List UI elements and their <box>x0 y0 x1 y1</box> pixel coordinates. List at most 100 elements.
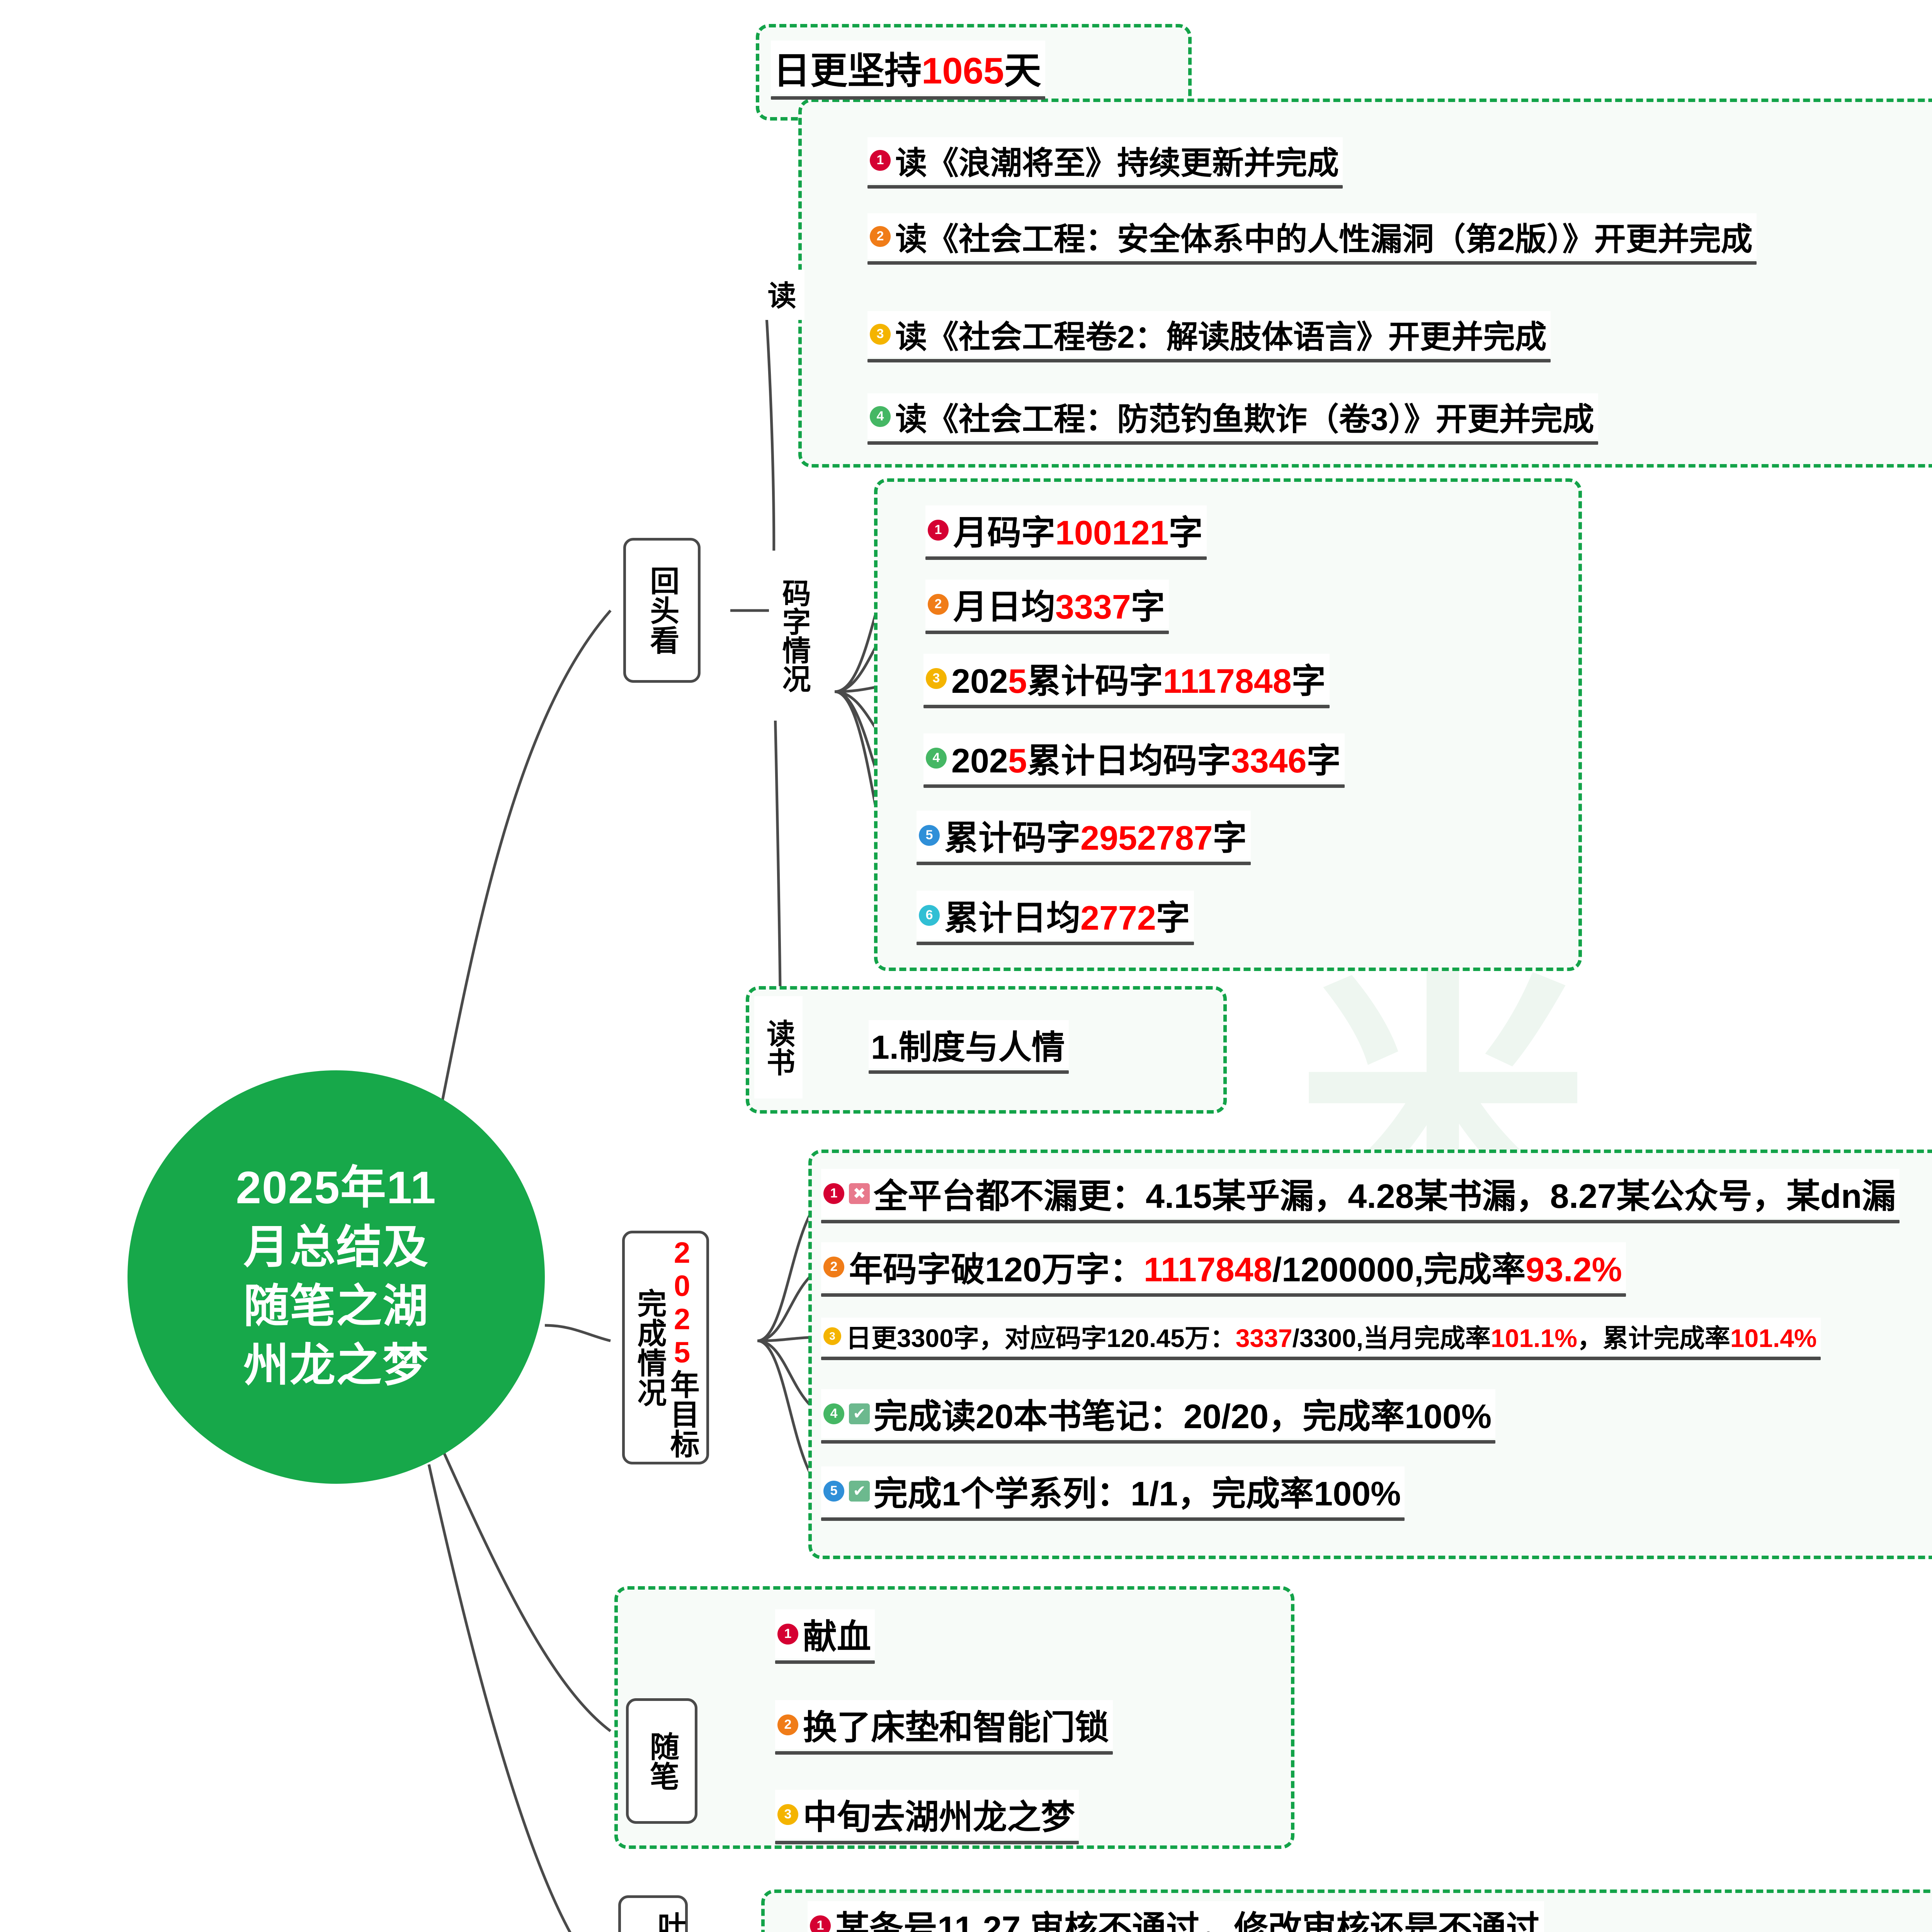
branch-label-wordcount[interactable]: 码字情况 <box>769 551 819 721</box>
leaf-underline <box>923 784 1345 788</box>
branch-label-books[interactable]: 读书 <box>754 996 803 1099</box>
leaf-read-3[interactable]: 3 读《社会工程卷2：解读肢体语言》开更并完成 <box>867 311 1551 362</box>
badge-number: 1 <box>928 519 949 541</box>
badge-number: 1 <box>777 1623 798 1645</box>
badge-number: 2 <box>777 1714 798 1735</box>
branch-label-review-text: 回头看 <box>645 566 679 655</box>
group-wordcount <box>874 478 1582 971</box>
leaf-text-part1: 日更3300字，对应码字120.45万： <box>846 1324 1236 1352</box>
leaf-text: 完成1个学系列：1/1，完成率100% <box>874 1475 1401 1513</box>
leaf-underline <box>775 1751 1113 1755</box>
leaf-text-part1: 累计日均码字 <box>1027 742 1231 780</box>
goals-label-year: 2025 <box>665 1236 699 1369</box>
leaf-goal-1[interactable]: 1 ✖ 全平台都不漏更：4.15某乎漏，4.28某书漏，8.27某公众号，某dn… <box>821 1169 1900 1223</box>
leaf-underline <box>821 1440 1496 1444</box>
leaf-text: 完成读20本书笔记：20/20，完成率100% <box>874 1397 1492 1435</box>
leaf-text-part1: 累计日均 <box>944 899 1081 937</box>
badge-number: 5 <box>919 825 940 846</box>
branch-label-read-text: 读 <box>764 281 796 309</box>
leaf-wordcount-6[interactable]: 6 累计日均2772字 <box>917 891 1194 945</box>
leaf-text: 1.制度与人情 <box>871 1029 1065 1066</box>
check-icon: ✔ <box>849 1480 870 1502</box>
leaf-essay-2[interactable]: 2 换了床垫和智能门锁 <box>775 1700 1113 1755</box>
leaf-underline <box>821 1220 1900 1223</box>
badge-number: 1 <box>870 150 891 171</box>
badge-number: 4 <box>823 1403 844 1424</box>
leaf-underline <box>917 942 1194 945</box>
leaf-year-digit: 5 <box>1008 662 1027 700</box>
branch-label-review[interactable]: 回头看 <box>623 538 701 683</box>
leaf-underline <box>771 96 1045 100</box>
leaf-underline <box>925 556 1207 560</box>
leaf-wordcount-4[interactable]: 4 2025累计日均码字3346字 <box>923 733 1345 788</box>
leaf-goal-2[interactable]: 2 年码字破120万字：1117848/1200000,完成率93.2% <box>821 1242 1626 1297</box>
leaf-underline <box>917 862 1251 865</box>
leaf-text-part1: 年码字破120万字： <box>849 1250 1144 1289</box>
leaf-streak[interactable]: 日更坚持1065天 <box>771 41 1045 100</box>
branch-label-read[interactable]: 读 <box>754 270 804 320</box>
leaf-text-part2: 字 <box>1168 514 1203 552</box>
badge-number: 2 <box>870 226 891 247</box>
leaf-books-1[interactable]: 1.制度与人情 <box>869 1020 1069 1074</box>
leaf-underline <box>867 185 1343 189</box>
leaf-text-part2: 字 <box>1291 662 1326 700</box>
leaf-value: 3337 <box>1055 588 1131 626</box>
badge-number: 2 <box>928 594 949 615</box>
leaf-wordcount-3[interactable]: 3 2025累计码字1117848字 <box>923 654 1330 708</box>
leaf-text-part0: 202 <box>951 662 1008 700</box>
leaf-underline <box>923 705 1330 708</box>
badge-number: 5 <box>823 1480 844 1502</box>
branch-label-essay[interactable]: 随笔 <box>626 1698 697 1824</box>
leaf-underline <box>775 1660 875 1664</box>
branch-label-goals[interactable]: 2025年目标完成情况 <box>622 1231 709 1464</box>
leaf-value-2: 101.1% <box>1491 1324 1577 1352</box>
leaf-wordcount-1[interactable]: 1 月码字100121字 <box>925 505 1207 560</box>
cross-icon: ✖ <box>849 1183 870 1204</box>
leaf-text-part2: 字 <box>1306 742 1341 780</box>
leaf-goal-4[interactable]: 4 ✔ 完成读20本书笔记：20/20，完成率100% <box>821 1389 1496 1444</box>
leaf-year-digit: 5 <box>1008 742 1027 780</box>
leaf-goal-5[interactable]: 5 ✔ 完成1个学系列：1/1，完成率100% <box>821 1466 1405 1521</box>
leaf-wordcount-2[interactable]: 2 月日均3337字 <box>925 580 1169 634</box>
leaf-text-part1: 累计码字 <box>944 819 1081 857</box>
leaf-essay-1[interactable]: 1 献血 <box>775 1609 875 1664</box>
badge-number: 1 <box>823 1183 844 1204</box>
branch-label-wordcount-text: 码字情况 <box>778 578 811 693</box>
branch-label-complain[interactable]: 吐槽是一门必修课 <box>618 1895 688 1932</box>
streak-prefix: 日更坚持 <box>773 50 922 92</box>
leaf-value: 2952787 <box>1080 819 1213 857</box>
leaf-value: 1117848 <box>1163 662 1292 700</box>
leaf-underline <box>821 1517 1405 1521</box>
leaf-underline <box>867 441 1598 445</box>
leaf-text: 读《社会工程卷2：解读肢体语言》开更并完成 <box>895 320 1547 355</box>
leaf-text: 换了床垫和智能门锁 <box>803 1708 1109 1747</box>
badge-number: 3 <box>926 668 947 689</box>
leaf-read-2[interactable]: 2 读《社会工程：安全体系中的人性漏洞（第2版）》开更并完成 <box>867 213 1757 265</box>
root-title: 2025年11月总结及随笔之湖州龙之梦 <box>236 1162 437 1391</box>
leaf-value: 2772 <box>1080 899 1156 937</box>
leaf-underline <box>775 1841 1079 1844</box>
badge-number: 3 <box>823 1327 841 1345</box>
leaf-goal-3[interactable]: 3 日更3300字，对应码字120.45万：3337/3300,当月完成率101… <box>821 1318 1821 1360</box>
leaf-underline <box>821 1357 1821 1360</box>
leaf-read-4[interactable]: 4 读《社会工程：防范钓鱼欺诈（卷3）》开更并完成 <box>867 393 1598 445</box>
badge-number: 3 <box>777 1804 798 1825</box>
branch-label-goals-text: 2025年目标完成情况 <box>633 1233 699 1462</box>
streak-suffix: 天 <box>1004 50 1041 92</box>
leaf-wordcount-5[interactable]: 5 累计码字2952787字 <box>917 811 1251 865</box>
branch-label-books-text: 读书 <box>762 1019 795 1076</box>
leaf-text-part0: 202 <box>951 742 1008 780</box>
leaf-text: 献血 <box>803 1617 871 1656</box>
leaf-text-part2: 字 <box>1156 899 1190 937</box>
leaf-value: 100121 <box>1055 514 1169 552</box>
leaf-text-part2: 字 <box>1213 819 1247 857</box>
leaf-value-2: 93.2% <box>1526 1250 1622 1289</box>
leaf-essay-3[interactable]: 3 中旬去湖州龙之梦 <box>775 1790 1079 1844</box>
leaf-read-1[interactable]: 1 读《浪潮将至》持续更新并完成 <box>867 137 1343 189</box>
leaf-underline <box>869 1070 1069 1074</box>
leaf-complain-1[interactable]: 1 某条号11.27 审核不通过，修改审核还是不通过 <box>808 1901 1544 1932</box>
root-node[interactable]: 2025年11月总结及随笔之湖州龙之梦 <box>128 1070 545 1484</box>
badge-number: 1 <box>810 1915 831 1932</box>
leaf-value: 3346 <box>1231 742 1307 780</box>
badge-number: 4 <box>870 406 891 427</box>
